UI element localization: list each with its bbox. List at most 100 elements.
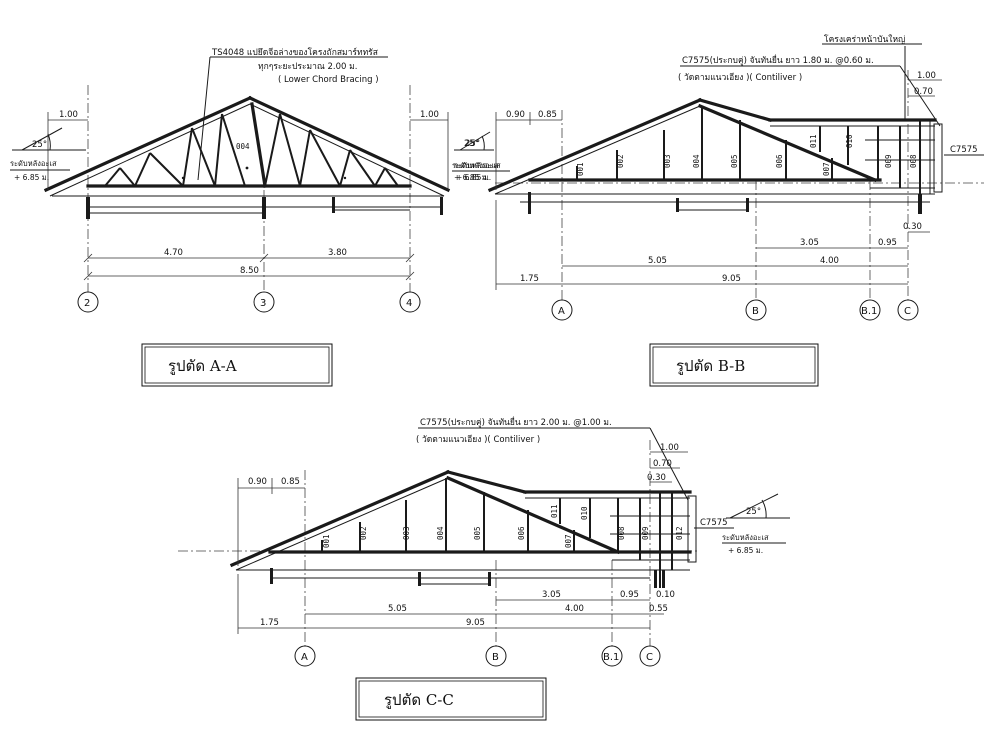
dim-aa-span-left: 4.70 <box>164 248 183 258</box>
dim-aa-overhang-right: 1.00 <box>420 110 439 120</box>
svg-text:B.1: B.1 <box>603 652 619 663</box>
gable-plate-bb <box>933 123 943 193</box>
svg-text:011: 011 <box>550 504 559 518</box>
level-aa-left-1: ระดับหลังอะเส <box>10 159 57 168</box>
note-aa-line3: ( Lower Chord Bracing ) <box>278 75 379 85</box>
grid-bubble-b1-bb <box>859 299 881 321</box>
level-bb-1: ระดับหลังอะเส <box>454 161 501 170</box>
note-bb-line2: ( วัดตามแนวเอียง )( Contiliver ) <box>678 72 802 83</box>
dim-cc-right-2: 0.70 <box>653 459 672 469</box>
caption-aa: รูปตัด A-A <box>168 357 237 375</box>
dim-cc-055: 0.55 <box>649 604 668 614</box>
svg-text:004: 004 <box>436 526 445 540</box>
truss-aa <box>43 95 451 197</box>
side-label-bb: C7575 <box>950 145 978 155</box>
dim-cc-400: 4.00 <box>565 604 584 614</box>
column-mid <box>332 197 335 213</box>
note-leader-aa <box>197 56 211 181</box>
caption-box-bb <box>649 343 819 387</box>
section-aa: 004 TS4048 แปยึดจีอล่างของโครงถักสมาร์ทท… <box>10 47 510 387</box>
dim-cc-305: 3.05 <box>542 590 561 600</box>
grid-bubble-c-bb <box>897 299 919 321</box>
section-cc: 001 002 003 004 005 006 007 011 010 008 … <box>178 416 790 721</box>
dim-bb-right-2: 0.70 <box>914 87 933 97</box>
dim-cc-095: 0.95 <box>620 590 639 600</box>
svg-text:B: B <box>752 306 759 317</box>
svg-text:C: C <box>904 306 911 317</box>
svg-text:002: 002 <box>359 526 368 540</box>
level-aa-right-1: ระดับหลังอะเส <box>452 161 499 170</box>
dim-bb-305: 3.05 <box>800 238 819 248</box>
level-cc-2: + 6.85 ม. <box>728 546 763 555</box>
svg-text:009: 009 <box>641 526 650 540</box>
svg-text:003: 003 <box>402 526 411 540</box>
caption-cc: รูปตัด C-C <box>384 691 454 709</box>
caption-bb: รูปตัด B-B <box>676 357 745 375</box>
caption-box-cc <box>355 677 547 721</box>
side-label-cc: C7575 <box>700 518 728 528</box>
dim-aa-span-right: 3.80 <box>328 248 347 258</box>
caption-box-aa <box>141 343 333 387</box>
pitch-aa-right: 25° <box>464 139 479 149</box>
dim-cc-010: 0.10 <box>656 590 675 600</box>
dim-cc-505: 5.05 <box>388 604 407 614</box>
grid-bubble-b-cc <box>485 645 507 667</box>
dim-cc-right-3: 0.30 <box>647 473 666 483</box>
note-aa-line2: ทุกๆระยะประมาณ 2.00 ม. <box>258 62 357 72</box>
svg-text:004: 004 <box>692 154 701 168</box>
dim-bb-right-1: 1.00 <box>917 71 936 81</box>
svg-text:007: 007 <box>564 534 573 548</box>
svg-text:A: A <box>301 652 308 663</box>
dim-aa-overhang-left: 1.00 <box>59 110 78 120</box>
svg-text:001: 001 <box>576 162 585 176</box>
svg-text:003: 003 <box>663 154 672 168</box>
pitch-aa-left: 25° <box>32 140 47 150</box>
dim-aa-total: 8.50 <box>240 266 259 276</box>
svg-text:010: 010 <box>845 134 854 148</box>
note-bb-top: โครงเคร่าหน้าบันใหญ่ <box>824 34 905 45</box>
grid-bubble-c-cc <box>639 645 661 667</box>
dim-cc-175: 1.75 <box>260 618 279 628</box>
svg-text:010: 010 <box>580 506 589 520</box>
svg-text:006: 006 <box>517 526 526 540</box>
members-bb: 001 002 003 004 005 006 007 011 010 009 … <box>576 134 918 176</box>
note-cc-line2: ( วัดตามแนวเอียง )( Contiliver ) <box>416 434 540 445</box>
dim-bb-175: 1.75 <box>520 274 539 284</box>
level-cc-1: ระดับหลังอะเส <box>722 533 769 542</box>
note-cc-line1: C7575(ประกบคู่) จันทันยื่น ยาว 2.00 ม. @… <box>420 416 612 428</box>
dim-cc-905: 9.05 <box>466 618 485 628</box>
svg-text:006: 006 <box>775 154 784 168</box>
svg-text:001: 001 <box>322 534 331 548</box>
dim-bb-top-a: 0.90 <box>506 110 525 120</box>
svg-text:C: C <box>646 652 653 663</box>
grid-bubble-b-bb <box>745 299 767 321</box>
grid-label-4: 4 <box>406 298 412 309</box>
note-bb-line1: C7575(ประกบคู่) จันทันยื่น ยาว 1.80 ม. @… <box>682 54 874 66</box>
svg-text:008: 008 <box>617 526 626 540</box>
dim-cc-top-b: 0.85 <box>281 477 300 487</box>
svg-text:012: 012 <box>675 526 684 540</box>
dim-bb-400: 4.00 <box>820 256 839 266</box>
svg-text:007: 007 <box>822 162 831 176</box>
level-bb-2: + 6.85 ม. <box>456 173 491 182</box>
dim-bb-095: 0.95 <box>878 238 897 248</box>
svg-text:A: A <box>558 306 565 317</box>
pitch-bb: 25° <box>465 139 480 149</box>
level-aa-right-2: + 6.85 ม. <box>454 173 489 182</box>
column-3 <box>262 197 266 219</box>
svg-text:002: 002 <box>616 154 625 168</box>
member-label-004: 004 <box>236 142 250 151</box>
grid-bubble-3 <box>253 291 275 313</box>
grid-bubble-a-cc <box>294 645 316 667</box>
svg-text:B.1: B.1 <box>861 306 877 317</box>
members-cc: 001 002 003 004 005 006 007 011 010 008 … <box>322 504 684 548</box>
dim-bb-505: 5.05 <box>648 256 667 266</box>
grid-bubble-2 <box>77 291 99 313</box>
grid-bubble-b1-cc <box>601 645 623 667</box>
level-aa-left-2: + 6.85 ม. <box>14 173 49 182</box>
svg-text:009: 009 <box>884 154 893 168</box>
dim-cc-right-1: 1.00 <box>660 443 679 453</box>
svg-text:005: 005 <box>473 526 482 540</box>
dim-bb-right-3: 0.30 <box>903 222 922 232</box>
